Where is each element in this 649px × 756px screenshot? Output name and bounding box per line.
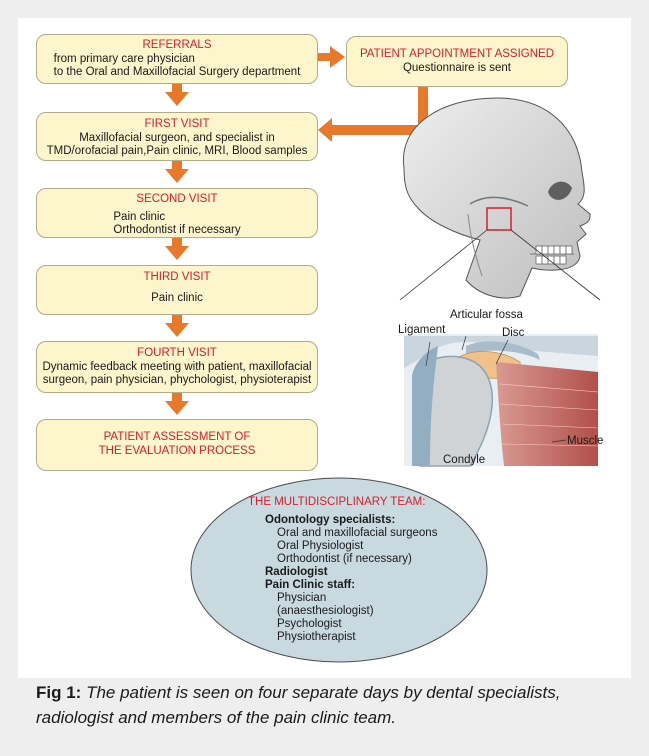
down-arrow-4 [165,315,189,337]
assessment-line-1: PATIENT ASSESSMENT OF [37,431,317,445]
down-arrow-1 [165,84,189,106]
pain-clinic-item: (anaesthesiologist) [265,605,437,618]
first-visit-box: FIRST VISIT Maxillofacial surgeon, and s… [36,112,318,161]
pain-clinic-item: Physiotherapist [265,631,437,644]
referrals-line-2: to the Oral and Maxillofacial Surgery de… [54,66,301,80]
pain-clinic-item: Psychologist [265,618,437,631]
caption-label: Fig 1: [36,683,81,702]
second-visit-box: SECOND VISIT Pain clinic Orthodontist if… [36,188,318,238]
third-visit-line-1: Pain clinic [37,292,317,306]
odontology-heading: Odontology specialists: [265,514,437,527]
second-visit-line-2: Orthodontist if necessary [113,224,240,238]
referrals-line-1: from primary care physician [54,53,301,67]
skull-illustration [400,98,600,300]
label-articular-fossa: Articular fossa [450,309,523,321]
down-arrow-5 [165,393,189,415]
referrals-text: from primary care physician to the Oral … [54,53,301,80]
first-visit-line-1: Maxillofacial surgeon, and specialist in [37,132,317,146]
second-visit-text: Pain clinic Orthodontist if necessary [113,211,240,238]
figure-caption: Fig 1: The patient is seen on four separ… [36,680,626,730]
team-list: THE MULTIDISCIPLINARY TEAM: Odontology s… [265,496,437,644]
fourth-visit-box: FOURTH VISIT Dynamic feedback meeting wi… [36,341,318,393]
assessment-box: PATIENT ASSESSMENT OF THE EVALUATION PRO… [36,419,318,471]
team-title: THE MULTIDISCIPLINARY TEAM: [248,496,437,509]
right-arrow [317,46,345,68]
odontology-item: Orthodontist (if necessary) [265,553,437,566]
label-condyle: Condyle [443,454,485,466]
fourth-visit-line-1: Dynamic feedback meeting with patient, m… [37,361,317,375]
odontology-item: Oral Physiologist [265,540,437,553]
appointment-title: PATIENT APPOINTMENT ASSIGNED [347,48,567,62]
second-visit-title: SECOND VISIT [37,193,317,207]
referrals-title: REFERRALS [37,39,317,53]
assessment-line-2: THE EVALUATION PROCESS [37,445,317,459]
label-ligament: Ligament [398,324,445,336]
third-visit-box: THIRD VISIT Pain clinic [36,265,318,315]
first-visit-title: FIRST VISIT [37,118,317,132]
third-visit-title: THIRD VISIT [37,271,317,285]
appointment-line-1: Questionnaire is sent [347,62,567,76]
label-muscle: Muscle [567,435,603,447]
down-arrow-3 [165,238,189,260]
pain-clinic-heading: Pain Clinic staff: [265,579,437,592]
referrals-box: REFERRALS from primary care physician to… [36,34,318,84]
pain-clinic-item: Physician [265,592,437,605]
radiologist-heading: Radiologist [265,566,437,579]
second-visit-line-1: Pain clinic [113,211,240,225]
fourth-visit-title: FOURTH VISIT [37,347,317,361]
label-disc: Disc [502,327,524,339]
appointment-box: PATIENT APPOINTMENT ASSIGNED Questionnai… [346,36,568,87]
muscle-shape [496,362,598,466]
fourth-visit-line-2: surgeon, pain physician, phychologist, p… [37,374,317,388]
down-arrow-2 [165,161,189,183]
first-visit-line-2: TMD/orofacial pain,Pain clinic, MRI, Blo… [37,145,317,159]
caption-text: The patient is seen on four separate day… [36,683,560,727]
odontology-item: Oral and maxillofacial surgeons [265,527,437,540]
